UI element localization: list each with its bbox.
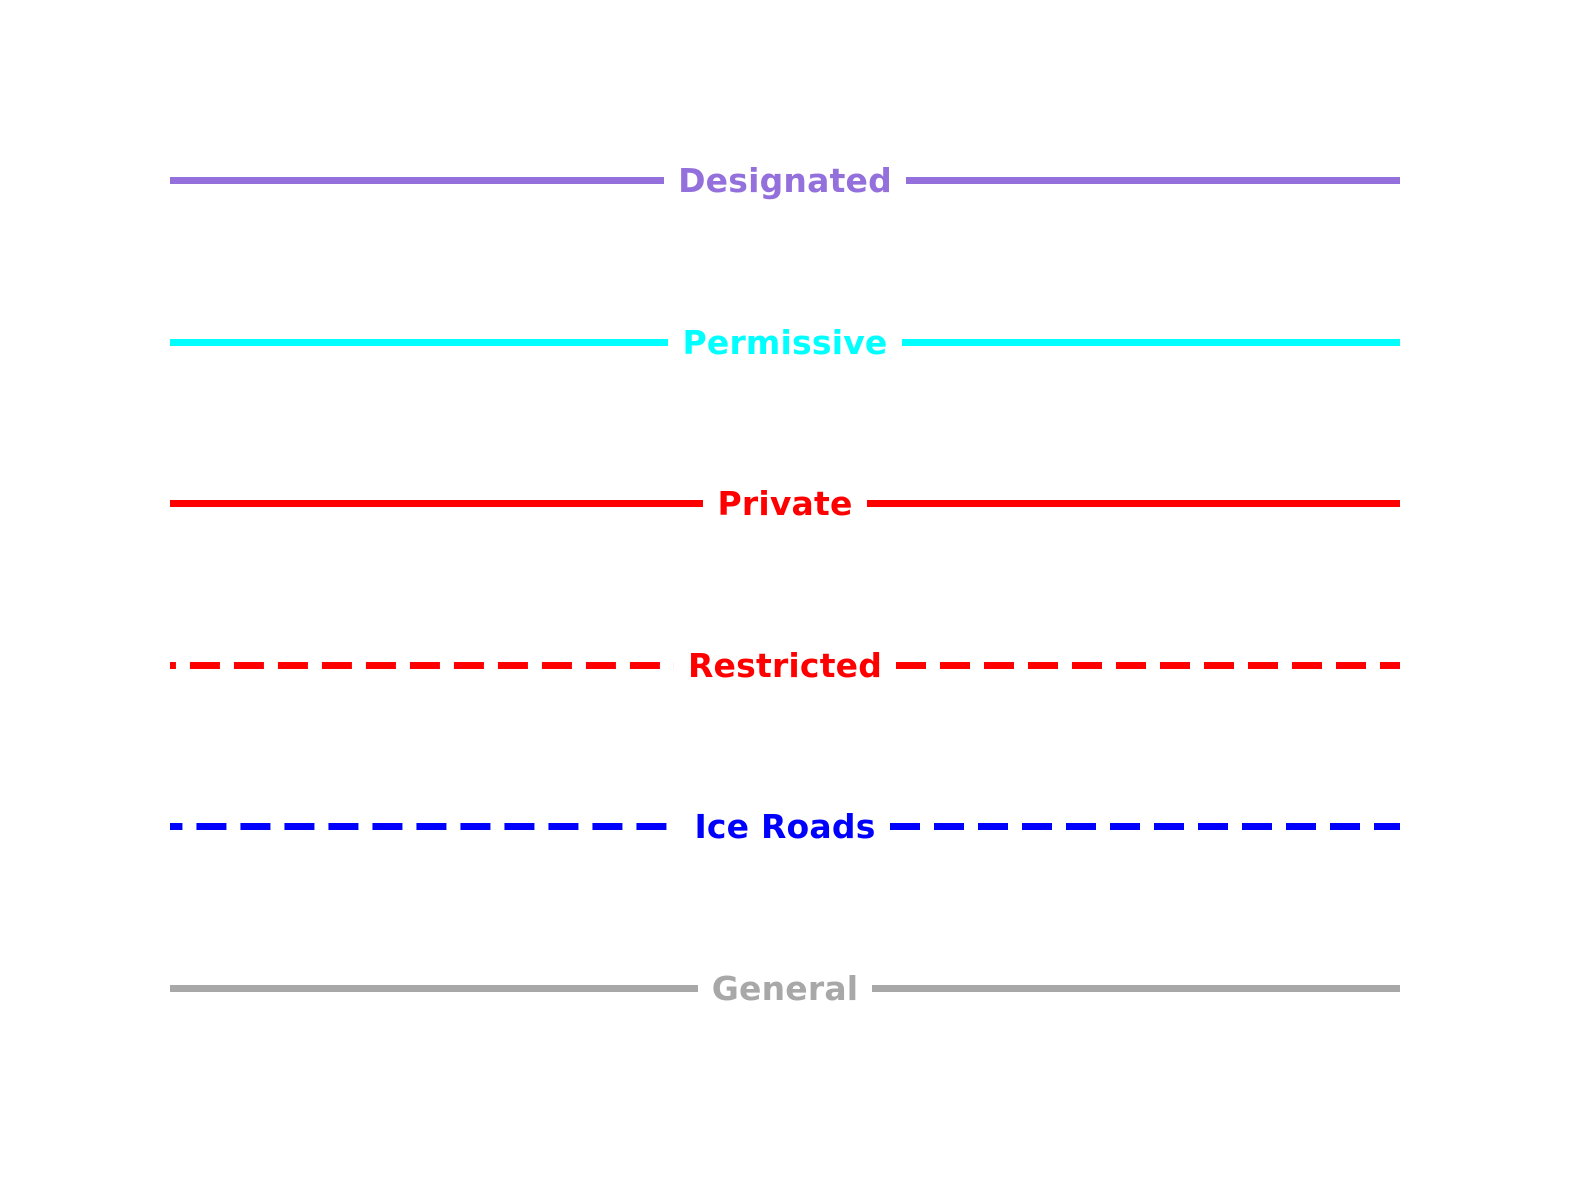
legend-label-restricted: Restricted bbox=[687, 645, 883, 685]
legend-stroke bbox=[170, 176, 665, 184]
legend-stroke bbox=[170, 499, 704, 507]
legend-row-general: General bbox=[170, 958, 1401, 1018]
legend-stroke bbox=[905, 176, 1401, 184]
legend-stroke bbox=[170, 338, 669, 346]
legend-stroke bbox=[170, 984, 698, 992]
legend-label-general: General bbox=[711, 968, 859, 1008]
legend-stroke bbox=[866, 499, 1401, 507]
legend-stroke bbox=[901, 338, 1400, 346]
legend-stroke bbox=[170, 661, 674, 669]
legend-line-right-permissive bbox=[901, 338, 1400, 346]
legend-line-right-ice-roads bbox=[889, 822, 1400, 830]
legend-line-right-restricted bbox=[896, 661, 1401, 669]
legend-line-right-private bbox=[866, 499, 1401, 507]
legend-row-private: Private bbox=[170, 473, 1401, 533]
legend-line-left-ice-roads bbox=[170, 822, 681, 830]
legend-stroke bbox=[872, 984, 1401, 992]
legend-line-left-permissive bbox=[170, 338, 669, 346]
legend-line-left-designated bbox=[170, 176, 665, 184]
legend-line-left-private bbox=[170, 499, 704, 507]
legend-row-restricted: Restricted bbox=[170, 635, 1401, 695]
legend-stroke bbox=[170, 822, 681, 830]
legend-line-left-restricted bbox=[170, 661, 674, 669]
legend-label-private: Private bbox=[717, 483, 853, 523]
legend-line-left-general bbox=[170, 984, 698, 992]
legend-line-right-designated bbox=[905, 176, 1401, 184]
legend-row-permissive: Permissive bbox=[170, 312, 1400, 372]
legend-label-permissive: Permissive bbox=[682, 322, 888, 362]
legend-row-ice-roads: Ice Roads bbox=[170, 796, 1400, 856]
legend-stroke bbox=[896, 661, 1401, 669]
legend-label-ice-roads: Ice Roads bbox=[694, 806, 876, 846]
legend-stroke bbox=[889, 822, 1400, 830]
legend-line-right-general bbox=[872, 984, 1401, 992]
legend-label-designated: Designated bbox=[678, 160, 892, 200]
legend-row-designated: Designated bbox=[170, 150, 1401, 210]
